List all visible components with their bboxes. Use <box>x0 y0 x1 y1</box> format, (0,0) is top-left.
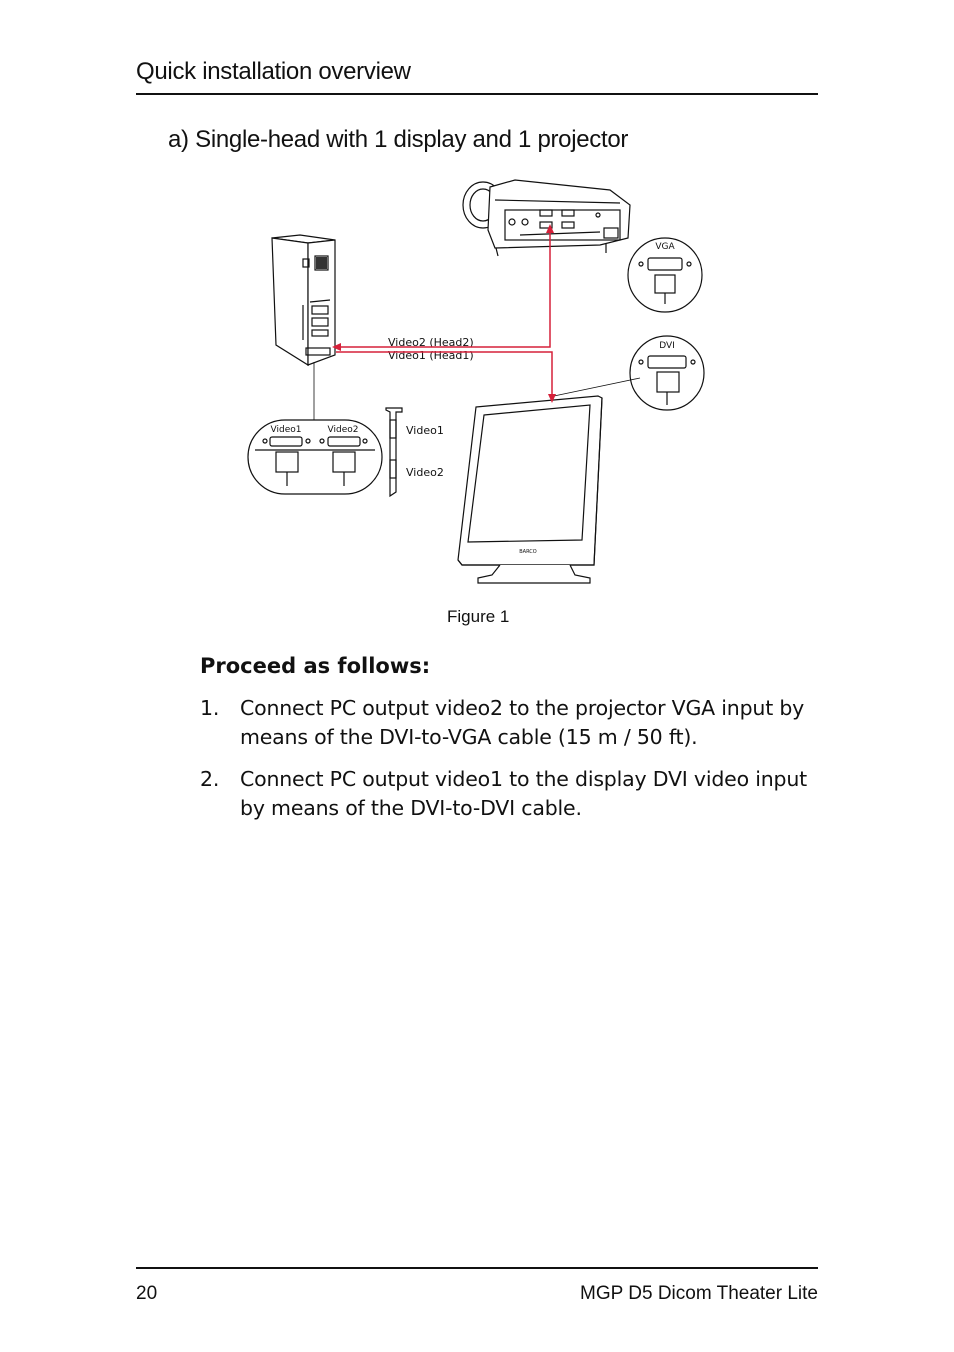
instruction-step-1: 1. Connect PC output video2 to the proje… <box>200 694 810 752</box>
cable-label-video1-head1: Video1 (Head1) <box>388 349 474 362</box>
monitor-illustration: BARCO <box>457 395 603 584</box>
vga-connector-callout: VGA <box>627 237 703 313</box>
card-bracket-illustration: Video1 Video2 <box>385 407 444 498</box>
instruction-steps: 1. Connect PC output video2 to the proje… <box>200 694 810 836</box>
vga-label: VGA <box>655 242 675 252</box>
connection-diagram: VGA DVI BARCO Video1 Video2 <box>247 179 705 584</box>
footer-divider <box>136 1267 818 1269</box>
instruction-step-2: 2. Connect PC output video1 to the displ… <box>200 765 810 823</box>
page-header-title: Quick installation overview <box>136 58 411 85</box>
page-number: 20 <box>136 1283 158 1304</box>
cable-routes <box>332 224 556 403</box>
section-title: a) Single-head with 1 display and 1 proj… <box>168 126 629 153</box>
dvi-connector-callout: DVI <box>629 335 705 411</box>
bracket-video1-label: Video1 <box>406 424 444 437</box>
pc-tower-illustration <box>271 234 336 367</box>
step-text: Connect PC output video2 to the projecto… <box>240 696 805 749</box>
graphics-card-ports-callout: Video1 Video2 <box>247 419 383 495</box>
step-number: 2. <box>200 767 220 791</box>
cable-label-video2-head2: Video2 (Head2) <box>388 336 474 349</box>
dvi-label: DVI <box>659 341 675 351</box>
figure-caption: Figure 1 <box>447 607 510 626</box>
step-number: 1. <box>200 696 220 720</box>
card-video2-label: Video2 <box>328 425 359 435</box>
step-text: Connect PC output video1 to the display … <box>240 767 807 820</box>
header-divider <box>136 93 818 95</box>
instructions-heading: Proceed as follows: <box>200 654 431 678</box>
cable-video1-to-monitor <box>336 351 553 396</box>
svg-text:BARCO: BARCO <box>519 549 537 555</box>
bracket-video2-label: Video2 <box>406 466 444 479</box>
product-name: MGP D5 Dicom Theater Lite <box>580 1283 818 1304</box>
card-video1-label: Video1 <box>271 425 302 435</box>
cable-video2-to-projector <box>336 231 551 348</box>
projector-illustration <box>462 179 631 257</box>
